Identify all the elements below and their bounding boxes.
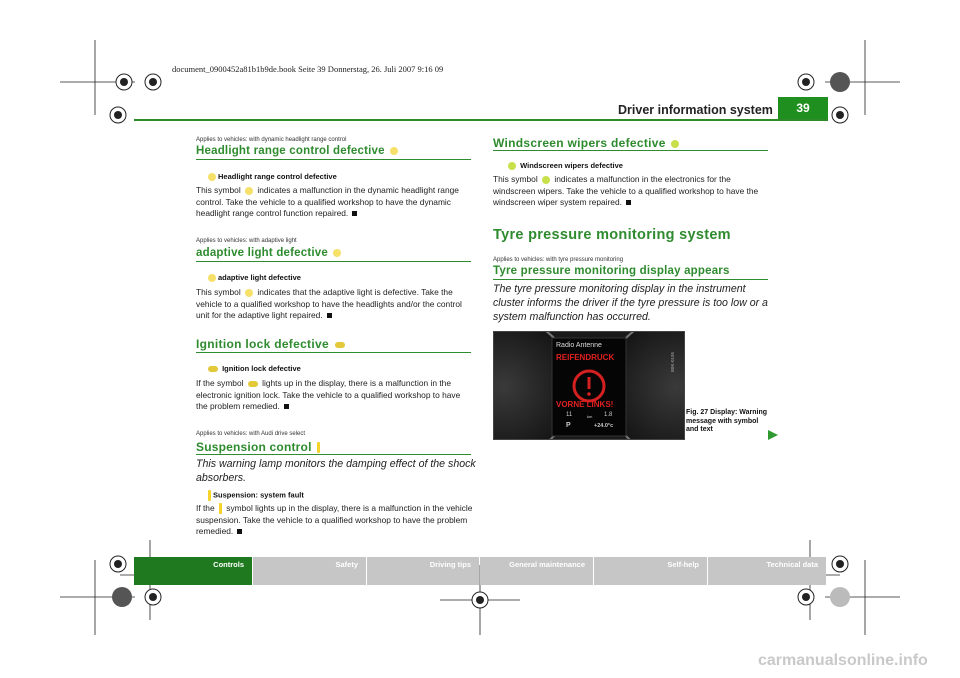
warning-text-bottom: VORNE LINKS! bbox=[556, 400, 614, 409]
instrument-cluster-graphic bbox=[494, 332, 684, 439]
adaptive-light-warning-icon bbox=[208, 274, 216, 283]
heading-rule bbox=[493, 279, 768, 280]
section-heading: Ignition lock defective bbox=[196, 337, 347, 351]
section-heading: Suspension control bbox=[196, 440, 322, 454]
display-header: Radio Antenne bbox=[556, 342, 602, 349]
display-value: 11 bbox=[566, 412, 573, 418]
heading-rule bbox=[196, 454, 471, 455]
section-end-marker bbox=[352, 211, 358, 217]
subheading: Suspension: system fault bbox=[206, 490, 304, 501]
section-heading: Tyre pressure monitoring display appears bbox=[493, 265, 730, 277]
header-title: Driver information system bbox=[618, 103, 773, 117]
section-end-marker bbox=[237, 529, 243, 535]
tab-controls[interactable]: Controls bbox=[134, 557, 252, 585]
warning-text-top: REIFENDRUCK bbox=[556, 353, 615, 362]
tyre-pressure-warning-icon bbox=[572, 369, 606, 403]
section-end-marker bbox=[625, 200, 631, 206]
subheading: adaptive light defective bbox=[206, 273, 301, 283]
subheading: Windscreen wipers defective bbox=[506, 161, 623, 171]
heading-rule bbox=[493, 150, 768, 151]
wiper-warning-icon bbox=[542, 175, 551, 184]
section-end-marker bbox=[326, 313, 332, 319]
header-rule bbox=[134, 119, 828, 121]
body-text: If the symbol lights up in the display, … bbox=[196, 378, 461, 412]
ignition-lock-icon bbox=[208, 366, 218, 373]
figure-caption: Fig. 27 Display: Warning message with sy… bbox=[686, 409, 768, 433]
body-text: This symbol indicates a malfunction in t… bbox=[493, 174, 759, 208]
watermark: carmanualsonline.info bbox=[758, 652, 928, 669]
figure-code: B8K-0195 bbox=[670, 351, 675, 372]
section-end-marker bbox=[283, 404, 289, 410]
heading-rule bbox=[196, 352, 471, 353]
chapter-heading: Tyre pressure monitoring system bbox=[493, 227, 731, 243]
body-text: This symbol indicates that the adaptive … bbox=[196, 287, 462, 321]
suspension-warning-icon bbox=[317, 442, 321, 454]
section-heading: Windscreen wipers defective bbox=[493, 136, 681, 150]
subheading: Ignition lock defective bbox=[206, 364, 301, 373]
intro-text: The tyre pressure monitoring display in … bbox=[493, 283, 768, 323]
headlight-range-warning-icon bbox=[208, 173, 216, 182]
applies-note: Applies to vehicles: with tyre pressure … bbox=[493, 257, 624, 263]
headlight-range-warning-icon bbox=[245, 186, 254, 195]
subheading: Headlight range control defective bbox=[206, 172, 337, 182]
adaptive-light-warning-icon bbox=[245, 288, 254, 297]
tab-driving-tips[interactable]: Driving tips bbox=[367, 557, 479, 585]
ignition-lock-icon bbox=[334, 341, 345, 348]
gear-indicator: P bbox=[566, 422, 571, 429]
heading-rule bbox=[196, 261, 471, 262]
figure-instrument-display: Radio Antenne REIFENDRUCK VORNE LINKS! 1… bbox=[493, 331, 685, 440]
applies-note: Applies to vehicles: with Audi drive sel… bbox=[196, 431, 306, 437]
file-header: document_0900452a81b1b9de.book Seite 39 … bbox=[172, 64, 444, 74]
tab-safety[interactable]: Safety bbox=[253, 557, 366, 585]
body-text: If the symbol lights up in the display, … bbox=[196, 503, 473, 537]
section-heading: Headlight range control defective bbox=[196, 145, 400, 157]
suspension-warning-icon bbox=[208, 490, 211, 501]
section-heading: adaptive light defective bbox=[196, 247, 343, 259]
tab-self-help[interactable]: Self-help bbox=[594, 557, 707, 585]
wiper-warning-icon bbox=[671, 139, 680, 148]
suspension-warning-icon bbox=[218, 503, 222, 515]
display-value: 1.8 bbox=[604, 412, 613, 418]
body-text: This symbol indicates a malfunction in t… bbox=[196, 185, 459, 219]
tab-technical-data[interactable]: Technical data bbox=[708, 557, 826, 585]
display-unit: km bbox=[587, 414, 593, 419]
heading-rule bbox=[196, 159, 471, 160]
continue-arrow-icon bbox=[768, 430, 778, 440]
ignition-lock-icon bbox=[247, 380, 258, 387]
headlight-range-warning-icon bbox=[390, 146, 399, 155]
adaptive-light-warning-icon bbox=[333, 248, 342, 257]
outside-temperature: +24.0°c bbox=[594, 423, 614, 429]
intro-text: This warning lamp monitors the damping e… bbox=[196, 458, 476, 484]
applies-note: Applies to vehicles: with dynamic headli… bbox=[196, 137, 347, 143]
page-number: 39 bbox=[778, 97, 828, 119]
wiper-warning-icon bbox=[508, 162, 516, 171]
tab-general-maintenance[interactable]: General maintenance bbox=[480, 557, 593, 585]
applies-note: Applies to vehicles: with adaptive light bbox=[196, 238, 297, 244]
